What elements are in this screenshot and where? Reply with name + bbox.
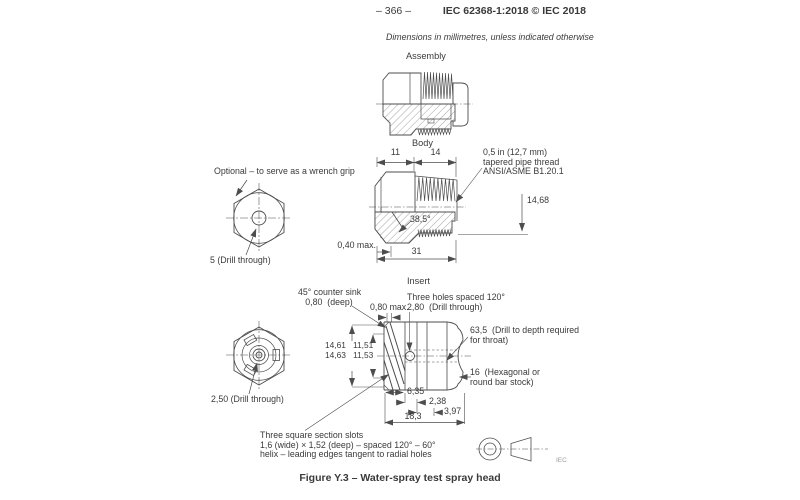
countersink-circle	[249, 345, 269, 365]
slot-2	[272, 349, 280, 361]
spray-pattern-icon	[476, 436, 548, 462]
bore-dim-extensions	[352, 324, 384, 388]
leader-drill-250	[248, 362, 258, 395]
drill-250-note: 2,50 (Drill through)	[211, 394, 284, 404]
assembly-pocket	[420, 104, 452, 120]
standard-reference: IEC 62368-1:2018 © IEC 2018	[442, 5, 586, 17]
assembly-insert-cap	[452, 82, 469, 127]
nozzle-circle-inner	[483, 442, 497, 456]
dim-040-max: 0,40 max.	[337, 240, 376, 250]
leader-drill-5	[245, 228, 257, 256]
assembly-seat-tab	[427, 118, 435, 124]
leader-countersink	[351, 305, 386, 328]
iec-watermark: IEC	[556, 457, 567, 464]
bore-circle	[252, 348, 266, 362]
spray-cone	[510, 436, 532, 462]
dim-238: 2,38	[429, 396, 447, 406]
body-drawing	[369, 157, 528, 263]
outer-circle	[233, 329, 285, 381]
section-label-body: Body	[412, 138, 433, 148]
body-thread-bottom	[417, 229, 452, 238]
dimension-note: Dimensions in millimetres, unless indica…	[386, 32, 594, 42]
slot-3	[243, 363, 258, 377]
crosshair	[226, 321, 292, 391]
leader-slots-note	[304, 374, 389, 431]
figure-caption: Figure Y.3 – Water-spray test spray head	[299, 472, 501, 484]
wrench-grip-note: Optional – to serve as a wrench grip	[214, 166, 355, 176]
hexagon-outline	[233, 188, 285, 248]
insert-band-lines	[404, 322, 448, 390]
dim-1468: 14,68	[527, 195, 550, 205]
dim-31: 31	[411, 246, 422, 256]
slot-circle	[241, 337, 277, 373]
insert-helix-slots	[383, 322, 406, 391]
insert-drawing	[304, 305, 471, 431]
holes-note: Three holes spaced 120° 2,80 (Drill thro…	[407, 292, 505, 312]
assembly-section-hatch	[382, 103, 456, 136]
bottom-dim-extensions	[384, 393, 465, 424]
thread-note: 0,5 in (12,7 mm) tapered pipe thread ANS…	[483, 147, 564, 177]
section-label-insert: Insert	[407, 276, 430, 286]
dim-080-max: 0,80 max.	[370, 302, 409, 312]
slot-1	[243, 333, 258, 347]
assembly-body-outline	[382, 72, 422, 104]
dim-080-extensions	[386, 313, 392, 322]
insert-hex-head-profile	[446, 321, 464, 391]
bore-dims: 14,61 11,51 14,63 11,53	[325, 340, 374, 360]
page-number: – 366 –	[376, 5, 412, 17]
hexagon-outline	[233, 326, 285, 386]
wrench-grip-end-view	[226, 179, 292, 256]
slots-note: Three square section slots 1,6 (wide) × …	[260, 430, 436, 460]
inscribed-circle	[233, 192, 285, 244]
dim-397: 3,97	[444, 406, 462, 416]
body-thread-profile	[416, 177, 456, 202]
leader-thread-note	[455, 167, 483, 203]
square-slots	[243, 333, 280, 377]
leader-wrench-note	[235, 179, 248, 197]
nozzle-circle-outer	[478, 437, 502, 461]
insert-end-view	[226, 321, 292, 395]
throat-note: 63,5 (Drill to depth required for throat…	[470, 325, 580, 345]
drill-5-note: 5 (Drill through)	[210, 255, 271, 265]
stock-note: 16 (Hexagonal or round bar stock)	[470, 367, 540, 387]
dim-183: 18,3	[404, 411, 422, 421]
dim-extension-lines	[376, 157, 457, 177]
assembly-drawing	[376, 71, 473, 137]
leader-angle	[398, 220, 412, 233]
center-hole	[255, 351, 263, 359]
leader-throat	[446, 336, 469, 361]
countersink-note: 45° counter sink 0,80 (deep)	[298, 287, 362, 307]
assembly-thread-bottom	[417, 127, 452, 137]
dim-11: 11	[390, 147, 401, 157]
dim-14: 14	[430, 147, 441, 157]
assembly-thread-profile	[422, 71, 454, 100]
section-label-assembly: Assembly	[406, 51, 446, 61]
center-hole	[251, 210, 267, 226]
crosshair	[226, 183, 292, 253]
radial-hole	[405, 351, 415, 361]
dim-635: 6,35	[407, 386, 425, 396]
dim-angle-385: 38,5°	[410, 214, 431, 224]
